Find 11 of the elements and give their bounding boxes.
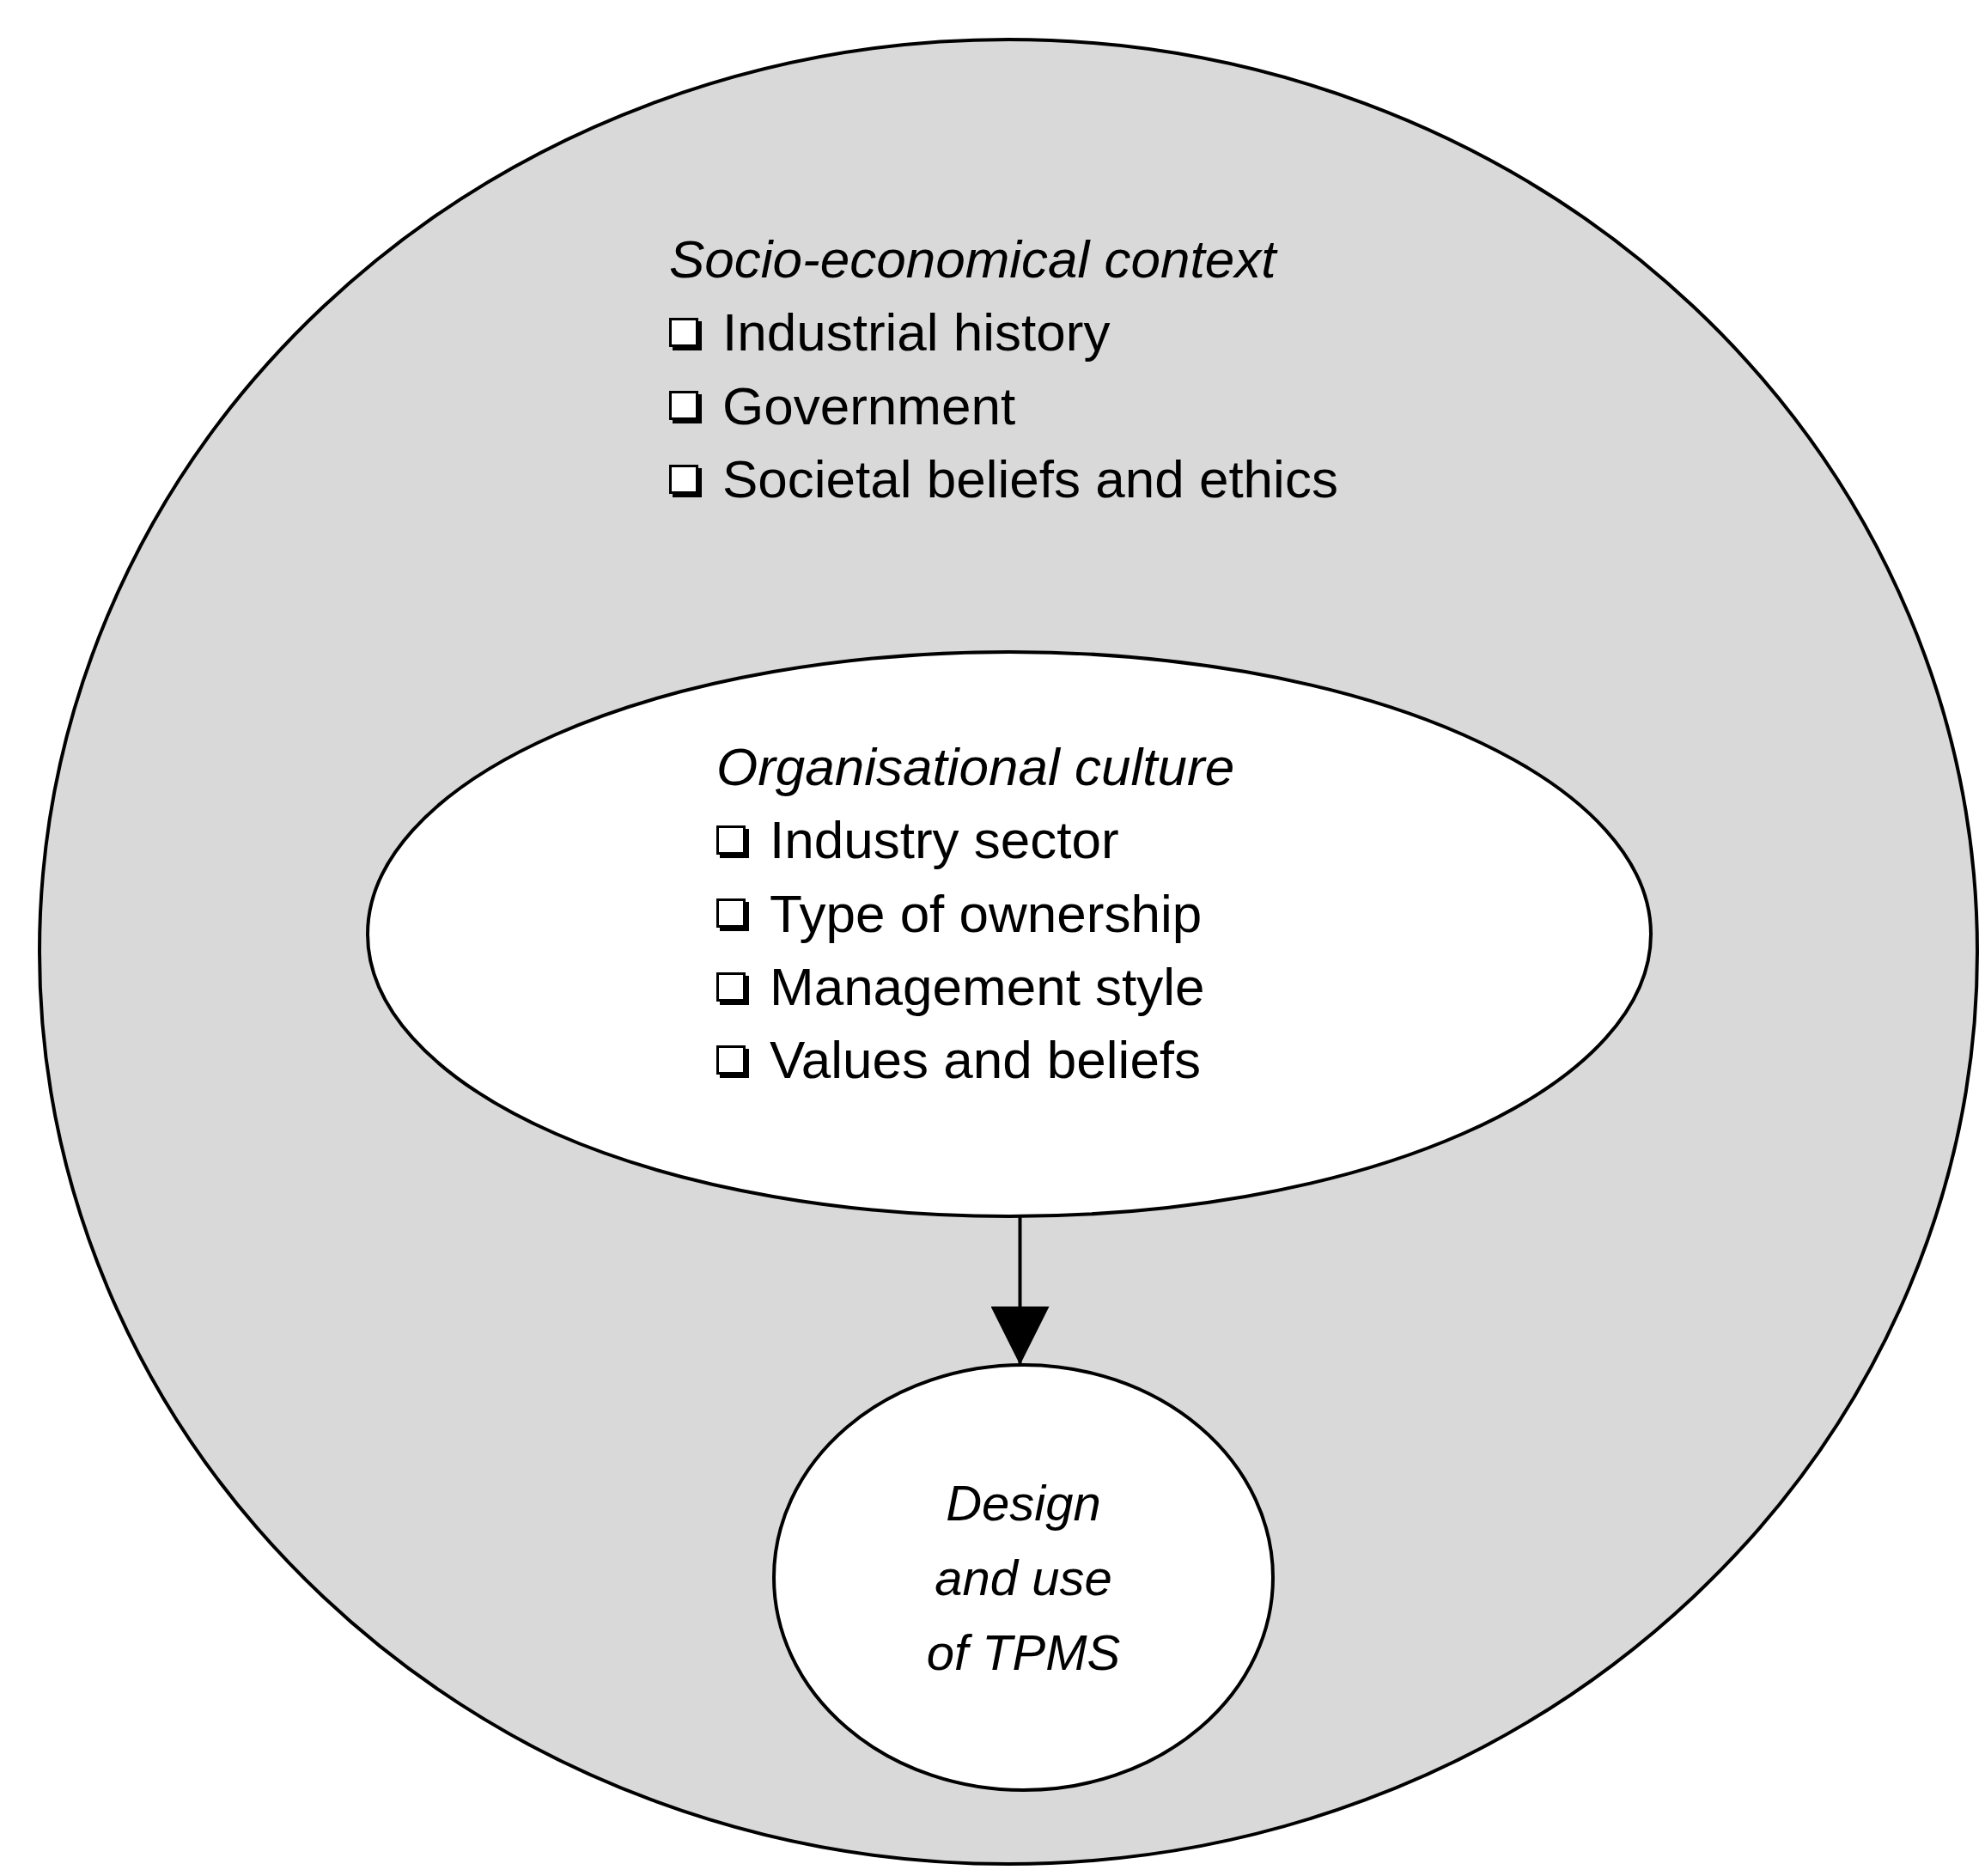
group-heading: Socio-economical context [669,228,1276,290]
list-item: Management style [770,955,1205,1018]
arrow [990,1216,1050,1365]
list-item: Values and beliefs [770,1029,1202,1091]
node-label: Design and use of TPMS [925,1474,1122,1682]
list-item: Societal beliefs and ethics [722,448,1338,510]
list-item: Government [722,375,1016,436]
group-heading: Organisational culture [716,736,1235,798]
list-item: Industry sector [770,809,1119,871]
list-item: Type of ownership [770,882,1203,944]
list-item: Industrial history [722,302,1111,363]
